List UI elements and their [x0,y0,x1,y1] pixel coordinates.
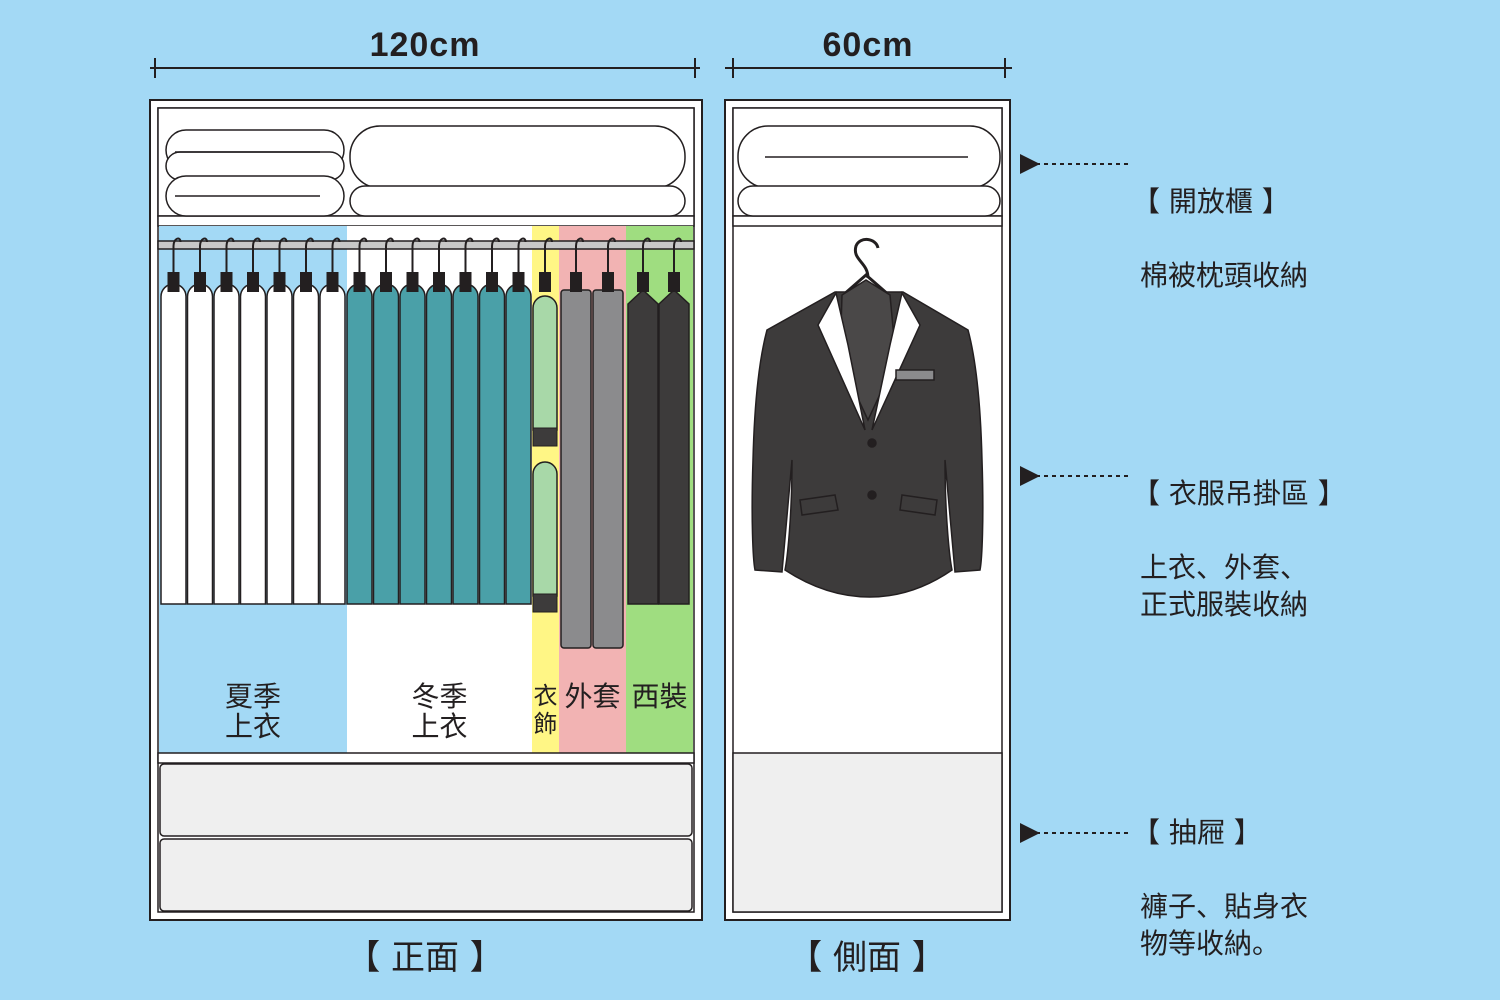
winter-shirt [399,283,426,605]
annotation-open-shelf-title: 【 開放櫃 】 [1132,185,1290,218]
annotation-drawer: 【 抽屜 】 褲子、貼身衣 物等收納。 [1132,777,1309,999]
hanger-hook [607,237,616,272]
hanger-hook [673,237,682,272]
hanger-hook [385,237,394,272]
open-shelf [157,107,695,227]
annotation-open-shelf: 【 開放櫃 】 棉被枕頭收納 [1132,146,1309,331]
annotation-hanging-area-body: 上衣、外套、 正式服裝收納 [1140,551,1309,621]
hanger-clip [512,272,525,292]
hanger-hook [331,237,341,272]
annotation-drawer-body: 褲子、貼身衣 物等收納。 [1140,890,1309,960]
hanger-clip [247,272,259,292]
hanger-clip [668,272,680,292]
summer-shirt [186,283,214,605]
accessory-band [532,427,558,447]
hanger-clip [459,272,472,292]
side-dimension-line [725,58,1012,78]
coat [592,289,624,649]
hanger-hook [464,237,474,272]
annotation-hanging-area: 【 衣服吊掛區 】 上衣、外套、 正式服裝收納 [1132,438,1346,660]
summer-shirt [266,283,293,605]
hanger-clip [637,272,649,292]
suit-jacket-icon [751,238,984,598]
hanger-clip [326,272,339,292]
hanger-clip [570,272,582,292]
summer-shirt [292,283,320,605]
hanger-clip [380,272,392,292]
accessory-item [532,295,558,431]
annotation-arrows [1020,154,1128,843]
summer-shirt [213,283,240,605]
summer-shirt [319,283,346,605]
coat [560,289,592,649]
annotation-hanging-area-title: 【 衣服吊掛區 】 [1132,477,1346,510]
front-view [149,99,703,921]
front-width-label: 120cm [369,26,481,64]
hanger-clip [539,272,551,292]
summer-shirt [239,283,267,605]
hanger-clip [433,272,445,292]
hanger-clip [602,272,614,292]
hanger-clip [220,272,233,292]
zone-summer-label: 夏季 上衣 [224,680,281,743]
side-view-label: 【 側面 】 [788,938,946,978]
zone-accessories-label: 衣 飾 [533,682,558,738]
winter-shirt [478,283,506,605]
side-folded-quilt [737,125,1001,217]
hanger-hook [199,237,208,272]
zone-suits-label: 西裝 [631,680,688,713]
hanger-hook [278,237,288,272]
hanger-hook [544,237,553,272]
hanging-garments [160,237,690,649]
hanger-hook [411,237,421,272]
folded-quilt-large [349,125,686,217]
hanger-hook [252,237,261,272]
zone-winter-label: 冬季 上衣 [411,680,468,743]
hanger-hook [491,237,500,272]
winter-shirt [372,283,400,605]
hanger-clip [486,272,498,292]
folded-quilt-small [165,129,345,217]
winter-shirt [505,283,532,605]
front-dimension-line [150,58,700,78]
hanger-hook [172,237,182,272]
winter-shirt [346,283,373,605]
side-view [724,99,1011,921]
hanger-clip [406,272,419,292]
hanger-hook [305,237,314,272]
suit [627,288,659,605]
hanger-hook [438,237,447,272]
annotation-drawer-title: 【 抽屜 】 [1132,816,1262,849]
hanger-hook [575,237,584,272]
annotation-open-shelf-body: 棉被枕頭收納 [1140,259,1309,292]
hanger-clip [273,272,286,292]
suit [658,288,690,605]
hanger-clip [167,272,180,292]
hanger-hook [517,237,527,272]
front-view-label: 【 正面 】 [346,938,504,978]
hanger-hook [225,237,235,272]
summer-shirt [160,283,187,605]
hanger-hook [358,237,368,272]
front-drawer-top [159,763,693,837]
hanger-clip [194,272,206,292]
zone-coats-label: 外套 [564,680,621,713]
side-width-label: 60cm [822,26,914,64]
accessory-band [532,593,558,613]
accessory-item [532,461,558,597]
front-drawer-bottom [159,838,693,912]
hanging-rod [157,240,695,250]
hanger-hook [642,237,651,272]
winter-shirt [425,283,453,605]
hanger-clip [353,272,366,292]
hanger-clip [300,272,312,292]
side-drawer [732,752,1003,913]
winter-shirt [452,283,479,605]
